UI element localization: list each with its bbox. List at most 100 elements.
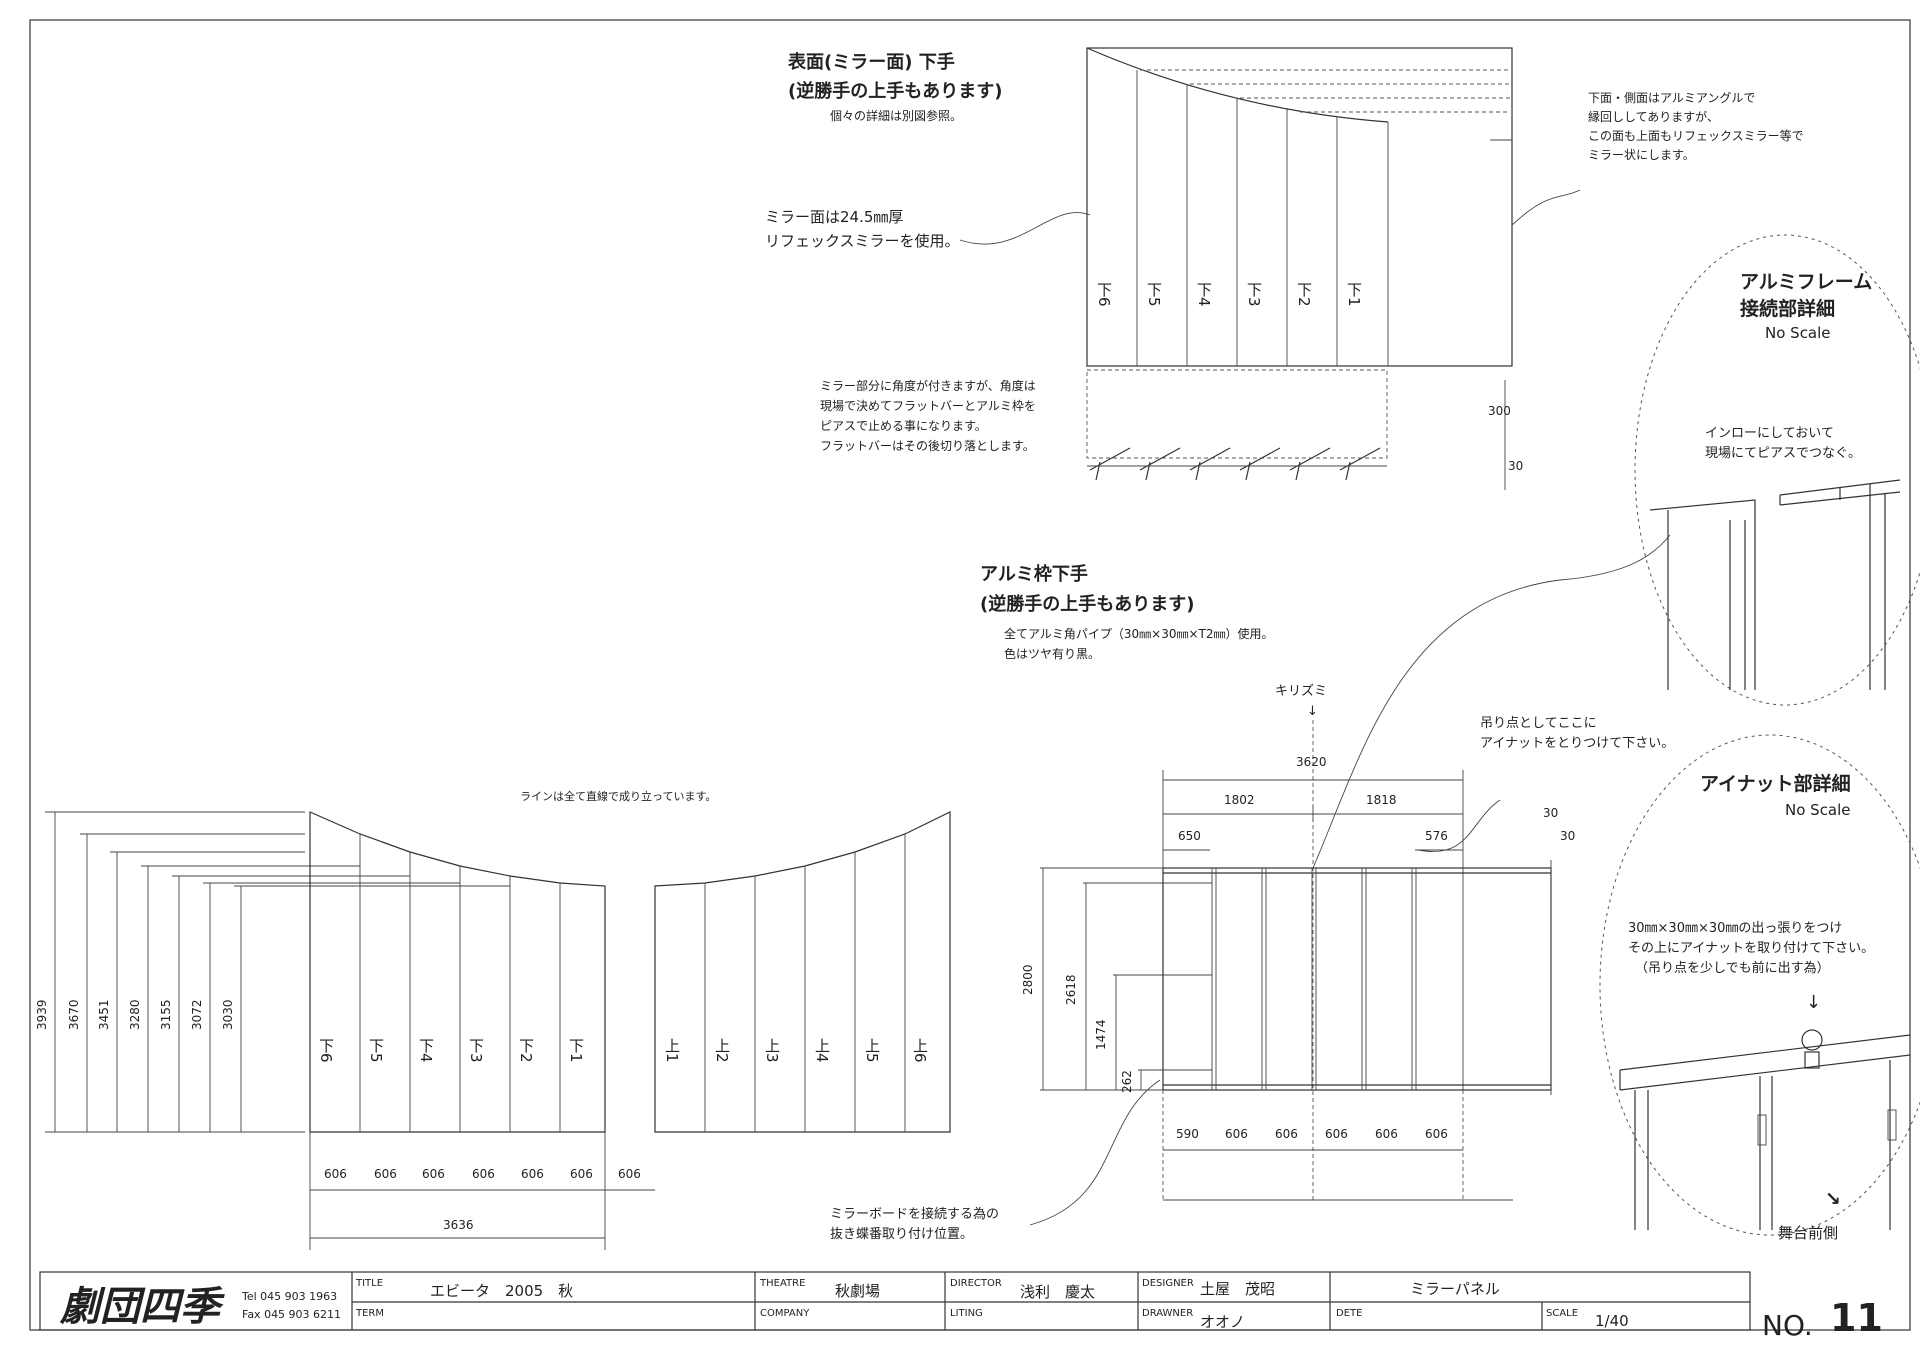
line-note: ラインは全て直線で成り立っています。 bbox=[520, 789, 716, 803]
detail-circle-1 bbox=[1634, 234, 1920, 706]
alum-frame-note2: 色はツヤ有り黒。 bbox=[1004, 647, 1100, 661]
alum-frame-outline bbox=[1162, 867, 1552, 1091]
angle-note-1: ミラー部分に角度が付きますが、角度は bbox=[820, 378, 1036, 393]
frame-left-dimensions: 2800 2618 1474 262 bbox=[1021, 867, 1212, 1093]
kirizumi-arrow: ↓ bbox=[1307, 704, 1318, 719]
title-block: 劇団四季 Tel 045 903 1963 Fax 045 903 6211 T… bbox=[39, 1271, 1883, 1342]
mirror-face-view: 表面(ミラー面) 下手 (逆勝手の上手もあります) 個々の詳細は別図参照。 ミラ… bbox=[765, 47, 1804, 490]
width-label: 606 bbox=[324, 1167, 347, 1181]
elev-left-panel-label: 下3 bbox=[467, 1038, 485, 1063]
dim-bottom: 606 bbox=[1225, 1127, 1248, 1141]
side-note-leader bbox=[1511, 189, 1581, 226]
alum-frame-subtitle: (逆勝手の上手もあります) bbox=[980, 593, 1194, 615]
angle-note-3: ピアスで止める事になります。 bbox=[820, 419, 987, 433]
eyenut-note3: （吊り点を少しでも前に出す為） bbox=[1635, 960, 1830, 976]
theatre-label: THEATRE bbox=[759, 1278, 805, 1289]
eyenut-block bbox=[1804, 1051, 1820, 1069]
sheet-border bbox=[29, 19, 1911, 1331]
title-block-frame bbox=[39, 1271, 1751, 1331]
dim-bottom: 606 bbox=[1375, 1127, 1398, 1141]
eyenut-ring bbox=[1801, 1029, 1823, 1051]
panel-label: 下6 bbox=[1095, 282, 1113, 307]
eyenut-scale: No Scale bbox=[1785, 801, 1851, 819]
width-label: 606 bbox=[472, 1167, 495, 1181]
width-label: 606 bbox=[521, 1167, 544, 1181]
height-label: 3155 bbox=[159, 999, 173, 1030]
width-label: 606 bbox=[422, 1167, 445, 1181]
height-label: 3939 bbox=[35, 999, 49, 1030]
mirror-face-subtitle: (逆勝手の上手もあります) bbox=[788, 80, 1002, 102]
elev-left-panel-label: 下4 bbox=[417, 1038, 435, 1063]
term-label: TERM bbox=[355, 1308, 384, 1319]
hang-note-1: 吊り点としてここに bbox=[1480, 716, 1597, 731]
dim-3620: 3620 bbox=[1296, 755, 1327, 769]
mirror-material-line2: リフェックスミラーを使用。 bbox=[765, 232, 960, 250]
detail-circle-2 bbox=[1599, 734, 1920, 1236]
material-leader bbox=[959, 212, 1091, 245]
side-note-4: ミラー状にします。 bbox=[1588, 148, 1695, 162]
elev-right-panel-label: 上6 bbox=[911, 1038, 929, 1063]
dim-1802: 1802 bbox=[1224, 793, 1255, 807]
director-label: DIRECTOR bbox=[950, 1278, 1002, 1289]
side-note-1: 下面・側面はアルミアングルで bbox=[1588, 91, 1755, 105]
mirror-panel-labels: 下6 下5 下4 下3 下2 下1 bbox=[1095, 282, 1363, 307]
mirror-material-line1: ミラー面は24.5㎜厚 bbox=[765, 208, 903, 226]
kirizumi-label: キリズミ bbox=[1275, 683, 1327, 699]
height-label: 3670 bbox=[67, 999, 81, 1030]
alum-frame-detail: アルミフレーム 接続部詳細 No Scale インローにしておいて 現場にてピア… bbox=[1634, 234, 1920, 706]
width-label: 606 bbox=[618, 1167, 641, 1181]
angle-note-4: フラットバーはその後切り落とします。 bbox=[820, 439, 1035, 453]
company-label: COMPANY bbox=[760, 1308, 810, 1319]
hinge-note-2: 抜き蝶番取り付け位置。 bbox=[830, 1226, 973, 1242]
height-label: 3030 bbox=[221, 999, 235, 1030]
panel-label: 下5 bbox=[1145, 282, 1163, 307]
height-dimensions: 3939 3670 3451 3280 3155 3072 3030 bbox=[35, 811, 510, 1133]
eyenut-down-arrow: ↓ bbox=[1806, 992, 1821, 1013]
alum-frame-title: アルミ枠下手 bbox=[980, 563, 1088, 585]
alum-detail-note1: インローにしておいて bbox=[1705, 426, 1834, 441]
frame-bottom-dimensions: 590 606 606 606 606 606 bbox=[1163, 1127, 1463, 1151]
sheet-no-label: NO. bbox=[1762, 1309, 1813, 1342]
panel-label: 下1 bbox=[1345, 282, 1363, 307]
mirror-top-curve bbox=[1086, 47, 1389, 123]
elev-left-panel-label: 下5 bbox=[367, 1038, 385, 1063]
title-value: エビータ 2005 秋 bbox=[430, 1282, 573, 1300]
company-logo: 劇団四季 bbox=[59, 1283, 225, 1330]
elev-right-panel-label: 上4 bbox=[813, 1038, 831, 1063]
eyenut-note2: その上にアイナットを取り付けて下さい。 bbox=[1628, 941, 1874, 956]
stage-front-arrow: ↘ bbox=[1825, 1188, 1841, 1210]
height-label: 3072 bbox=[190, 999, 204, 1030]
liting-label: LITING bbox=[950, 1308, 983, 1319]
dete-label: DETE bbox=[1336, 1308, 1362, 1319]
elev-right-panel-label: 上3 bbox=[763, 1038, 781, 1063]
dim-1474: 1474 bbox=[1094, 1019, 1108, 1050]
company-tel: Tel 045 903 1963 bbox=[241, 1290, 337, 1303]
elev-right-panel-label: 上2 bbox=[713, 1038, 731, 1063]
dim-bottom: 606 bbox=[1425, 1127, 1448, 1141]
mirror-face-outline bbox=[1086, 47, 1513, 367]
company-fax: Fax 045 903 6211 bbox=[242, 1308, 341, 1321]
alum-detail-note2: 現場にてピアスでつなぐ。 bbox=[1705, 446, 1861, 461]
right-panel-outline bbox=[654, 811, 951, 1133]
stage-front-label: 舞台前側 bbox=[1778, 1224, 1838, 1242]
dim-bottom: 590 bbox=[1176, 1127, 1199, 1141]
drawner-label: DRAWNER bbox=[1142, 1308, 1193, 1319]
side-note-3: この面も上面もリフェックスミラー等で bbox=[1588, 129, 1804, 143]
plan-angle-marks bbox=[1087, 447, 1387, 481]
drawner-value: オオノ bbox=[1200, 1313, 1245, 1331]
dim-1818: 1818 bbox=[1366, 793, 1397, 807]
designer-label: DESIGNER bbox=[1142, 1278, 1194, 1289]
dim-262: 262 bbox=[1120, 1070, 1134, 1093]
designer-value: 土屋 茂昭 bbox=[1200, 1280, 1275, 1298]
mirror-face-note: 個々の詳細は別図参照。 bbox=[830, 108, 962, 123]
title-label: TITLE bbox=[355, 1278, 383, 1289]
dim-300: 300 bbox=[1488, 404, 1511, 418]
elev-left-panel-label: 下6 bbox=[317, 1038, 335, 1063]
panel-label: 下2 bbox=[1295, 282, 1313, 307]
panel-label: 下3 bbox=[1245, 282, 1263, 307]
height-label: 3280 bbox=[128, 999, 142, 1030]
left-panel-outline bbox=[309, 811, 606, 1133]
plan-outline bbox=[1086, 369, 1388, 459]
angle-note-2: 現場で決めてフラットバーとアルミ枠を bbox=[820, 399, 1036, 413]
elevation-view: ラインは全て直線で成り立っています。 3939 3670 3451 3280 3… bbox=[35, 789, 951, 1250]
